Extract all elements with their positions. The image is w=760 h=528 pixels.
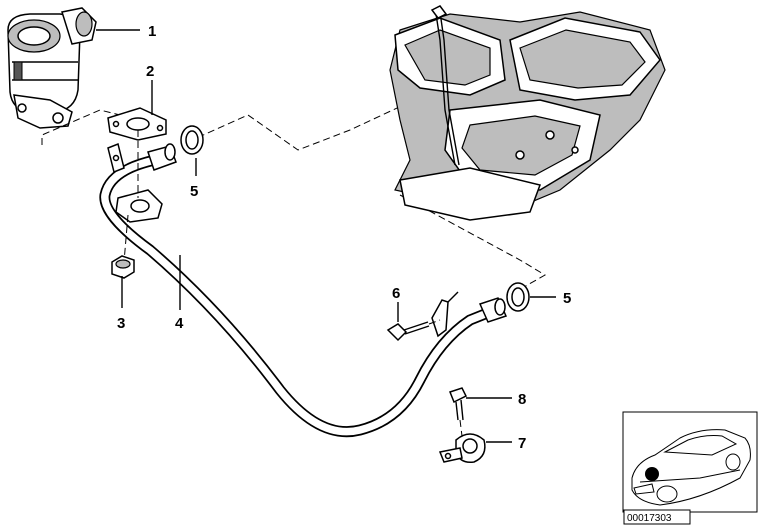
callout-1: 1 xyxy=(148,23,156,40)
callout-8: 8 xyxy=(518,391,526,408)
part-6-bolt xyxy=(386,319,441,342)
part-2-gasket xyxy=(107,107,167,141)
engine-illustration xyxy=(191,5,666,296)
callout-6: 6 xyxy=(392,285,400,302)
callout-leaders xyxy=(96,29,556,443)
part-8-bolt xyxy=(449,387,468,437)
part-4-oil-return-pipe xyxy=(99,142,508,438)
part-1-breather-valve xyxy=(7,7,97,129)
vehicle-locator-thumbnail xyxy=(622,411,758,513)
part-7-clamp xyxy=(438,433,486,464)
callout-2: 2 xyxy=(146,63,154,80)
part-5-o-ring-lower xyxy=(506,282,530,312)
callout-3: 3 xyxy=(117,315,125,332)
part-5-o-ring-upper xyxy=(180,125,204,155)
callout-5-upper: 5 xyxy=(190,183,198,200)
callout-7: 7 xyxy=(518,435,526,452)
diagram-code-box xyxy=(623,509,691,525)
callout-4: 4 xyxy=(175,315,184,332)
callout-5-lower: 5 xyxy=(563,290,571,307)
location-marker-icon xyxy=(645,467,659,481)
diagram-code: 00017303 xyxy=(627,513,672,524)
part-3-nut xyxy=(111,255,135,279)
